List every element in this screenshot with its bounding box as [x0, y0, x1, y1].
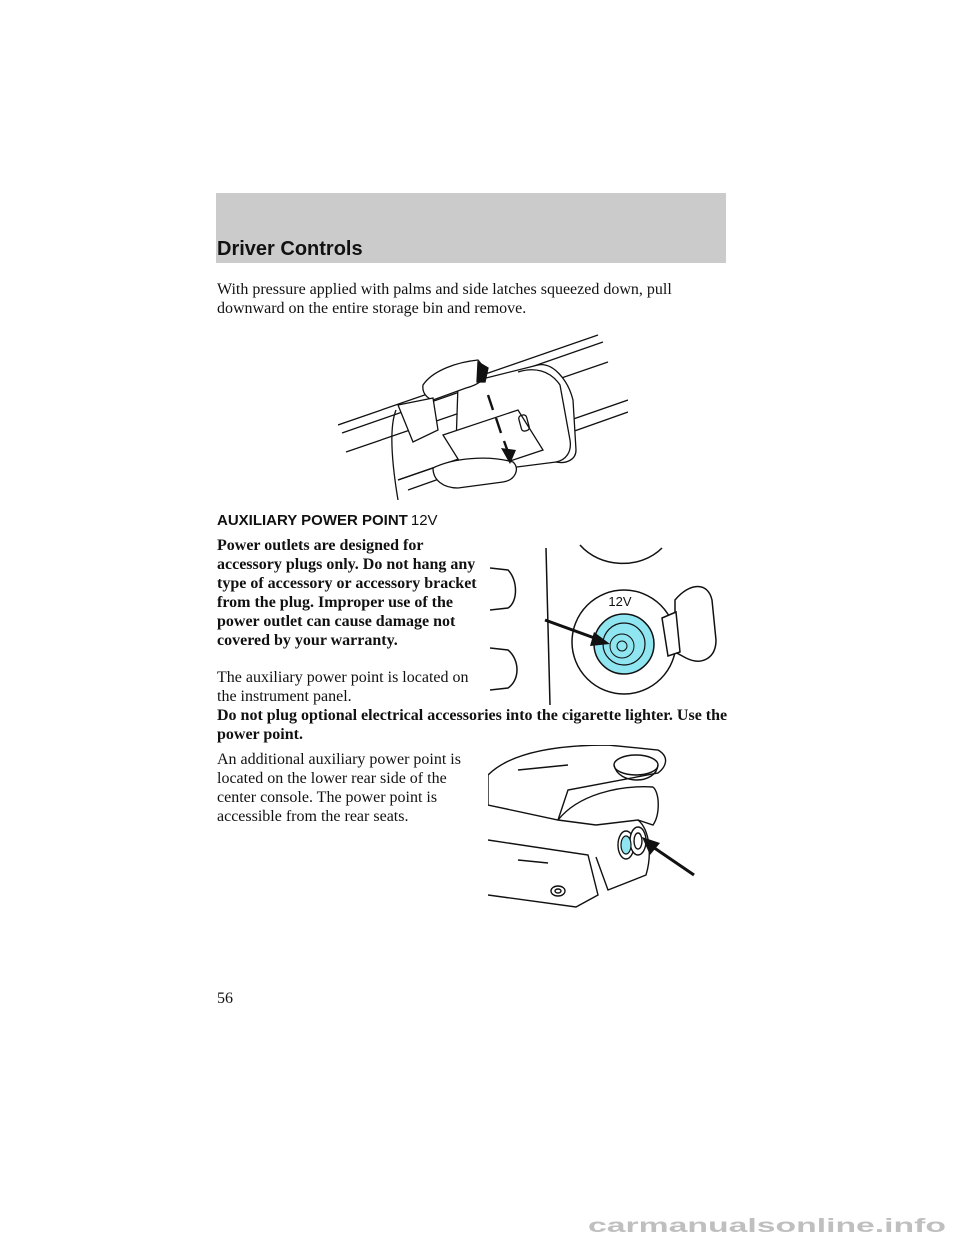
- svg-text:carmanualsonline.info: carmanualsonline.info: [588, 1216, 946, 1236]
- aux-power-heading-text: AUXILIARY POWER POINT: [217, 512, 408, 529]
- additional-power-point-text: An additional auxiliary power point is l…: [217, 751, 461, 825]
- section-title: Driver Controls: [217, 238, 363, 260]
- page-number: 56: [217, 990, 233, 1007]
- cigarette-lighter-warning: Do not plug optional electrical accessor…: [217, 707, 728, 743]
- instrument-panel-power-point-illustration: 12V: [490, 544, 717, 706]
- power-outlet-warning: Power outlets are designed for accessory…: [217, 537, 477, 649]
- intro-paragraph: With pressure applied with palms and sid…: [217, 281, 672, 317]
- center-console-power-point-illustration: [488, 745, 695, 908]
- section-header-band: [216, 193, 726, 263]
- power-point-location-text: The auxiliary power point is located on …: [217, 669, 469, 705]
- 12v-symbol: 12V: [410, 512, 438, 529]
- carmanualsonline-logo: carmanualsonline.info: [588, 1216, 946, 1236]
- outlet-12v-label: 12V: [608, 594, 631, 609]
- storage-bin-removal-illustration: [338, 334, 628, 500]
